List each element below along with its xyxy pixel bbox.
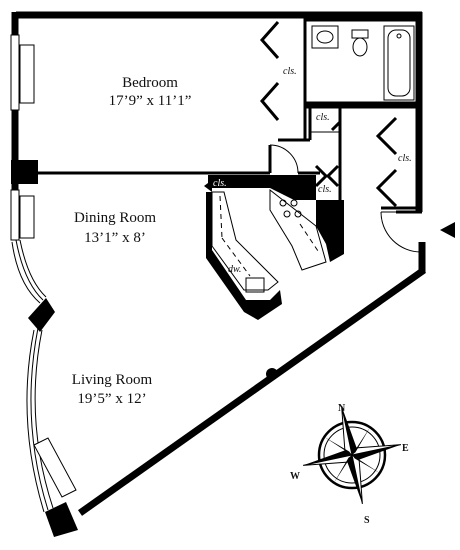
bedroom-door[interactable]	[268, 144, 320, 175]
kitchen-closet-label: cls.	[213, 178, 227, 189]
dining-room-name: Dining Room	[74, 210, 156, 226]
bedroom-name: Bedroom	[122, 75, 178, 91]
kitchen-sink-icon	[245, 277, 265, 293]
bedroom-closet: cls.	[259, 15, 310, 142]
entry-door[interactable]	[380, 208, 422, 253]
compass-south: S	[364, 515, 370, 526]
room-labels: Bedroom 17’9” x 11’1” Dining Room 13’1” …	[72, 75, 192, 407]
hall-closet-label-2: cls.	[318, 184, 332, 195]
kitchen: cls. dw.	[204, 175, 344, 320]
bedroom-closet-label: cls.	[283, 66, 297, 77]
hall-closet-label-1: cls.	[316, 112, 330, 123]
compass-north: N	[338, 403, 346, 414]
compass-west: W	[290, 471, 300, 482]
exterior-walls	[11, 11, 427, 537]
bathroom	[305, 18, 419, 109]
compass-rose: N E S W	[290, 403, 409, 526]
hall-closet-label-3: cls.	[398, 153, 412, 164]
windows	[10, 34, 77, 513]
living-room-dims: 19’5” x 12’	[77, 391, 146, 407]
bathtub-icon	[383, 25, 415, 101]
stove-icon	[279, 199, 302, 218]
entry-arrow-icon	[440, 222, 455, 238]
hall-closets: cls. cls. cls.	[308, 107, 419, 210]
compass-east: E	[402, 443, 409, 454]
dishwasher-label: dw.	[228, 264, 241, 275]
sink-icon	[311, 25, 339, 49]
dining-room-dims: 13’1” x 8’	[84, 230, 146, 246]
toilet-icon	[351, 29, 369, 57]
bedroom-dims: 17’9” x 11’1”	[109, 93, 192, 109]
living-room-name: Living Room	[72, 372, 153, 388]
